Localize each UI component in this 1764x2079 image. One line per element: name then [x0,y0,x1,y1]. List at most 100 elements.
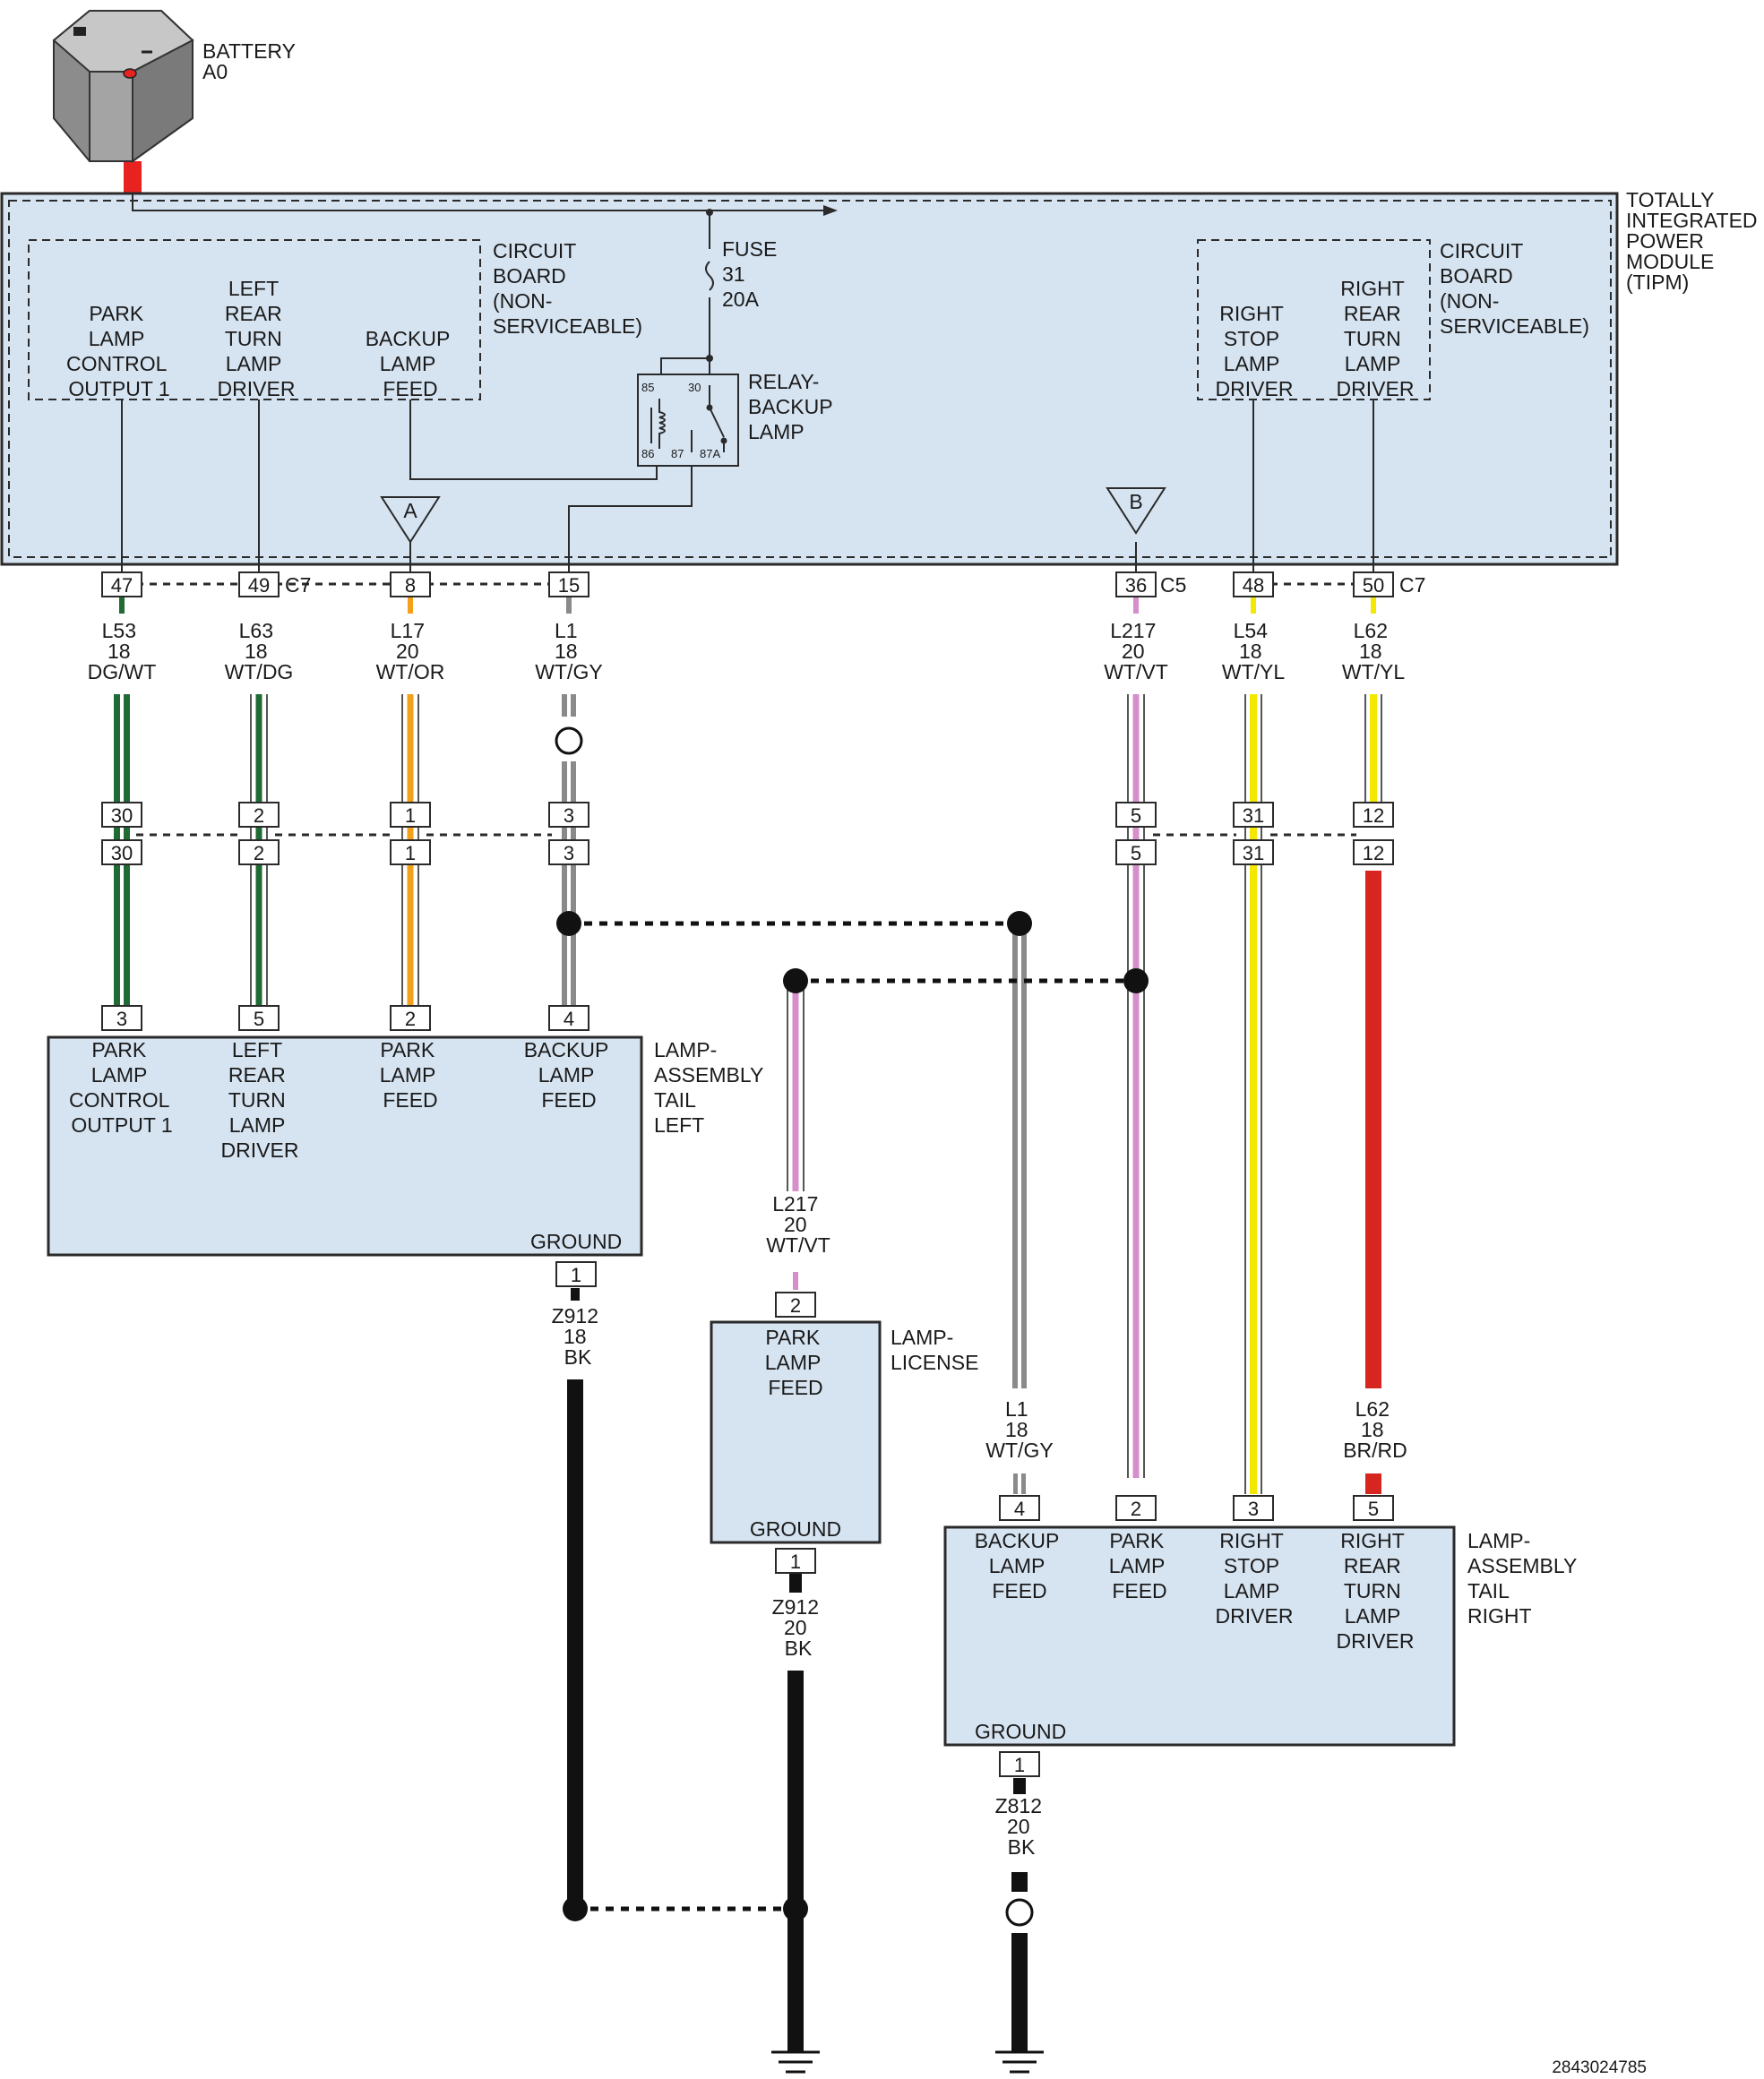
tipm-module [0,192,1619,566]
circuit-board-right-label: CIRCUIT BOARD (NON- SERVICEABLE) [1440,239,1589,338]
inline-pin-2-bottom: 2 [254,842,264,864]
open-splice-l1 [555,726,583,755]
inline-pin-2-top: 2 [254,804,264,827]
lamp-license [710,1320,882,1544]
lamp-assembly-tail-left [47,1035,643,1257]
inline-pin-30-top: 30 [111,804,133,827]
tail-left-pin-4: 4 [564,1008,574,1030]
inline-pin-12-bottom: 12 [1363,842,1384,864]
wire-label-l1-right: L1 18 WT/GY [985,1397,1053,1462]
tail-right-right-stop-lamp-driver: RIGHT STOP LAMP DRIVER [1216,1529,1294,1628]
tail-right-ground-pin: 1 [1014,1754,1025,1776]
tail-left-backup-lamp-feed: BACKUP LAMP FEED [524,1038,615,1112]
tipm-inner-dashed [8,200,1612,558]
tipm-right-stop-lamp-driver: RIGHT STOP LAMP DRIVER [1216,302,1294,400]
battery-icon [52,10,194,163]
tail-left-left-rear-turn-lamp-driver: LEFT REAR TURN LAMP DRIVER [221,1038,299,1162]
tipm-pin-15: 15 [558,574,580,597]
inline-pin-1-bottom: 1 [405,842,416,864]
splice-l1-left [556,911,581,936]
relay-terminal-87a: 87A [700,447,720,460]
tail-right-pin-3: 3 [1248,1498,1259,1520]
wire-label-l53: L53 18 DG/WT [88,619,157,683]
tail-right-backup-lamp-feed: BACKUP LAMP FEED [975,1529,1065,1602]
license-pin-2: 2 [790,1294,801,1317]
inline-pin-31-top: 31 [1243,804,1264,827]
tail-left-ground-pin: 1 [571,1264,581,1286]
license-pin-boxes [775,1292,816,1574]
tipm-pin-48: 48 [1243,574,1264,597]
tipm-pin-49: 49 [248,574,270,597]
tail-left-park-lamp-control-output: PARK LAMP CONTROL OUTPUT 1 [69,1038,175,1137]
wire-label-l1: L1 18 WT/GY [535,619,602,683]
open-splice-z812 [1005,1898,1034,1927]
wire-label-l217-license: L217 20 WT/VT [766,1192,830,1257]
wire-label-l217: L217 20 WT/VT [1104,619,1168,683]
inline-pin-31-bottom: 31 [1243,842,1264,864]
relay-terminal-87: 87 [671,447,684,460]
tail-right-pin-2: 2 [1131,1498,1141,1520]
ground-symbol-license [771,2050,820,2074]
connector-c5: C5 [1160,573,1186,597]
splice-ground-license [783,1896,808,1921]
relay-terminal-30: 30 [688,381,701,394]
wire-l62 [1364,597,1382,1494]
inline-pin-12-top: 12 [1363,804,1384,827]
splice-l217-main [1123,968,1149,993]
flag-b: B [1106,487,1166,535]
wire-l54-wt-yl [1244,597,1262,1494]
tail-right-label: LAMP- ASSEMBLY TAIL RIGHT [1467,1529,1582,1628]
license-ground-pin: 1 [790,1551,801,1573]
wire-label-l62: L62 18 WT/YL [1342,619,1405,683]
tipm-internal-traces [121,193,1374,582]
connector-c7-left: C7 [285,573,311,597]
tail-right-pin-boxes [999,1495,1394,1777]
inline-pin-5-top: 5 [1131,804,1141,827]
tail-left-ground-label: GROUND [530,1230,622,1253]
tipm-connector-pins [101,571,1394,597]
tail-left-pin-5: 5 [254,1008,264,1030]
svg-text:A: A [403,499,417,522]
flag-a: A [380,496,441,544]
wire-l217-wt-vt [1127,597,1145,1478]
tail-right-right-rear-turn-lamp-driver: RIGHT REAR TURN LAMP DRIVER [1337,1529,1415,1653]
wire-label-l17: L17 20 WT/OR [376,619,445,683]
tipm-title: TOTALLY INTEGRATED POWER MODULE (TIPM) [1626,188,1763,294]
battery-label: BATTERY A0 [202,39,301,83]
wire-label-z812: Z812 20 BK [995,1794,1048,1859]
tail-right-ground-label: GROUND [975,1720,1066,1743]
relay-label: RELAY- BACKUP LAMP [748,370,839,443]
splice-l217-license [783,968,808,993]
tail-right-park-lamp-feed: PARK LAMP FEED [1109,1529,1171,1602]
wire-label-z912-left: Z912 18 BK [552,1304,605,1369]
relay-terminal-85: 85 [641,381,654,394]
inline-connector [101,802,1394,865]
svg-text:B: B [1129,490,1142,513]
connector-c7-right: C7 [1399,573,1425,597]
inline-pin-30-bottom: 30 [111,842,133,864]
tipm-pin-50: 50 [1363,574,1384,597]
tail-left-pin-3: 3 [116,1008,127,1030]
tail-right-pin-5: 5 [1368,1498,1379,1520]
inline-pin-3-top: 3 [564,804,574,827]
inline-pin-1-top: 1 [405,804,416,827]
splice-l1-right [1007,911,1032,936]
inline-pin-3-bottom: 3 [564,842,574,864]
wire-label-l63: L63 18 WT/DG [225,619,294,683]
tipm-left-rear-turn-lamp-driver: LEFT REAR TURN LAMP DRIVER [218,277,296,400]
tail-left-park-lamp-feed: PARK LAMP FEED [380,1038,442,1112]
tail-left-pin-boxes [101,1005,597,1287]
tail-left-label: LAMP- ASSEMBLY TAIL LEFT [654,1038,769,1137]
circuit-board-right [1197,239,1431,400]
fuse-label: FUSE 31 20A [722,237,783,311]
tipm-pin-47: 47 [111,574,133,597]
license-park-lamp-feed: PARK LAMP FEED [765,1326,827,1399]
relay-terminal-86: 86 [641,447,654,460]
splice-ground-left [563,1896,588,1921]
tipm-backup-lamp-feed: BACKUP LAMP FEED [366,327,456,400]
tipm-pin-8: 8 [405,574,416,597]
wire-label-z912-license: Z912 20 BK [772,1595,825,1660]
tipm-right-rear-turn-lamp-driver: RIGHT REAR TURN LAMP DRIVER [1337,277,1415,400]
lamp-assembly-tail-right [943,1525,1456,1747]
